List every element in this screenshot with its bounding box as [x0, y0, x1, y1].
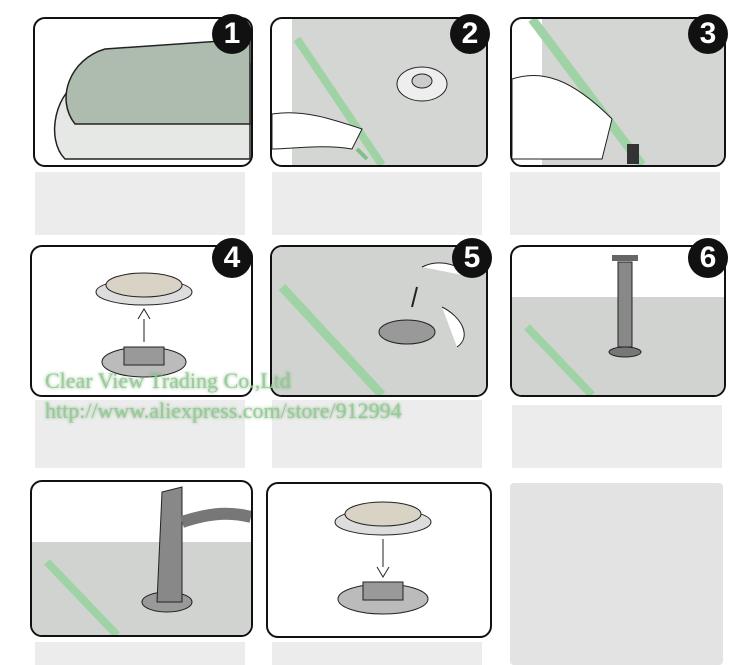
- hand-pump-illustration: [512, 255, 724, 395]
- zipper-slider-illustration: [512, 19, 724, 165]
- step-6-caption-box: [512, 405, 722, 468]
- valve-cap-close-illustration: [334, 501, 432, 615]
- step-8-caption-box: [272, 642, 482, 665]
- step-number-badge: 5: [452, 238, 492, 278]
- step-number-badge: 1: [212, 14, 252, 54]
- watermark-company: Clear View Trading Co.,Ltd: [45, 368, 291, 393]
- step-5-panel: [270, 245, 488, 397]
- vacuum-hose-illustration: [32, 486, 251, 635]
- blank-panel: [510, 483, 723, 665]
- bag-valve-illustration: [272, 247, 486, 395]
- step-number-badge: 6: [688, 238, 728, 278]
- step-5-caption-box: [272, 400, 482, 468]
- step-7-panel: [30, 480, 253, 637]
- step-2-panel: [270, 17, 488, 167]
- valve-cap-illustration: [95, 272, 193, 378]
- step-7-caption-box: [35, 642, 245, 665]
- step-8-panel: [266, 482, 492, 638]
- step-number-badge: 3: [688, 14, 728, 54]
- step-1-caption-box: [35, 172, 245, 235]
- step-number-badge: 2: [450, 14, 490, 54]
- step-4-caption-box: [35, 400, 245, 468]
- step-6-panel: [510, 245, 726, 397]
- step-3-caption-box: [510, 172, 720, 235]
- watermark-url: http://www.aliexpress.com/store/912994: [45, 398, 402, 423]
- step-2-caption-box: [272, 172, 482, 235]
- folded-cloth-illustration: [53, 38, 251, 160]
- step-number-badge: 4: [212, 238, 252, 278]
